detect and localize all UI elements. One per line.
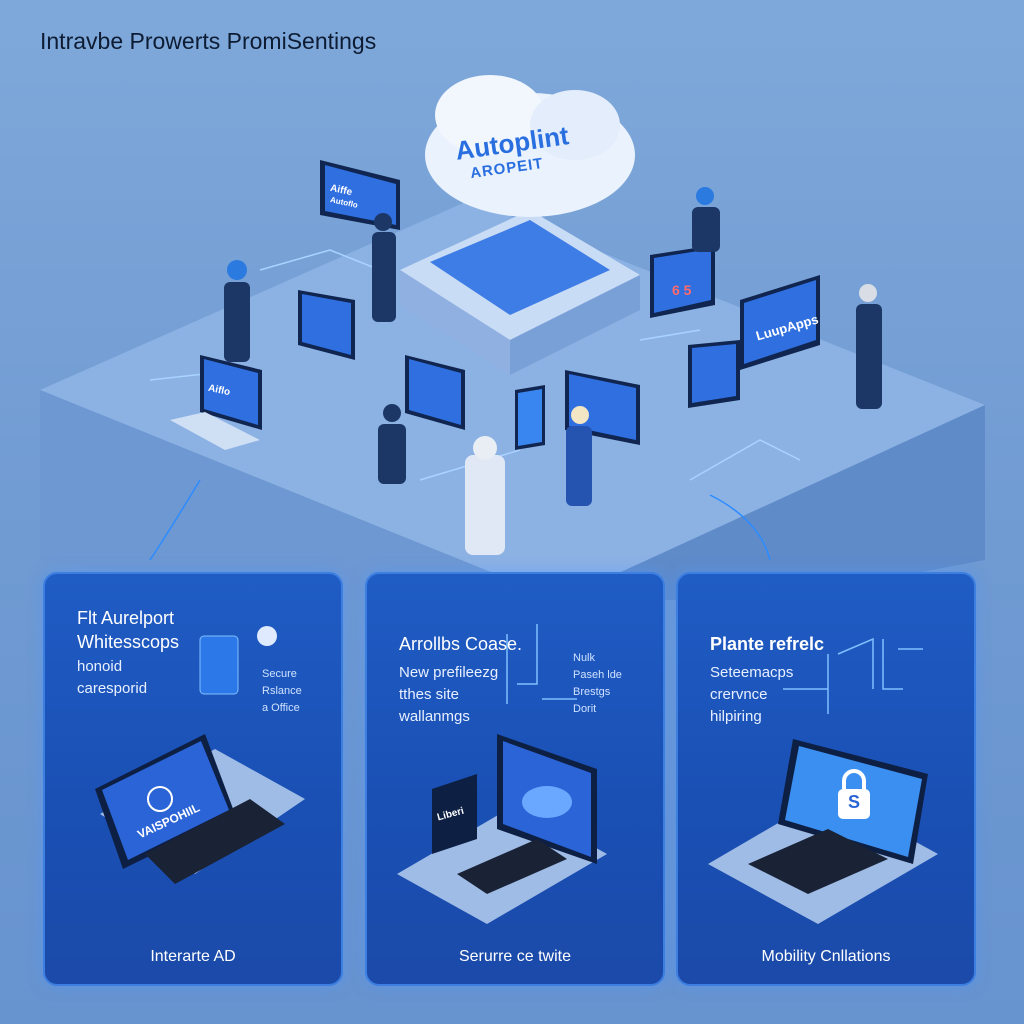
laptop-screen [102,741,229,860]
card-heading: Plante refrelc [710,634,825,654]
card-footer-label: Interarte AD [150,948,236,965]
flow-diagram-icon [506,624,577,704]
card-illustration [397,624,607,924]
cloud-icon [522,786,572,818]
card-footer-label: Serurre ce twite [458,948,572,965]
lock-icon [838,789,870,819]
hub-screen [430,220,610,315]
cloud-icon [425,75,635,217]
screen-label: 6 5 [672,282,692,298]
lock-letter: S [848,792,861,812]
document-icon [199,635,239,695]
platform-left-side [40,390,560,600]
office-platform-illustration [40,75,985,600]
card-illustration [708,637,938,924]
workstations [170,160,820,450]
page-title: Intravbe Prowerts PromiSentings [40,28,377,54]
card-footer-label: Mobility Cnllations [761,948,891,965]
keyboard [748,829,888,894]
platform-top [40,200,985,600]
people [224,187,882,506]
card-heading: Arrollbs Coase. [399,634,523,654]
shield-icon [257,626,277,646]
keyboard [145,799,285,884]
tablet [432,774,477,854]
platform-right-side [560,405,985,600]
keyboard [457,839,567,894]
flow-diagram-icon [783,637,923,714]
server-robot [465,436,505,555]
card-illustration [95,626,305,884]
